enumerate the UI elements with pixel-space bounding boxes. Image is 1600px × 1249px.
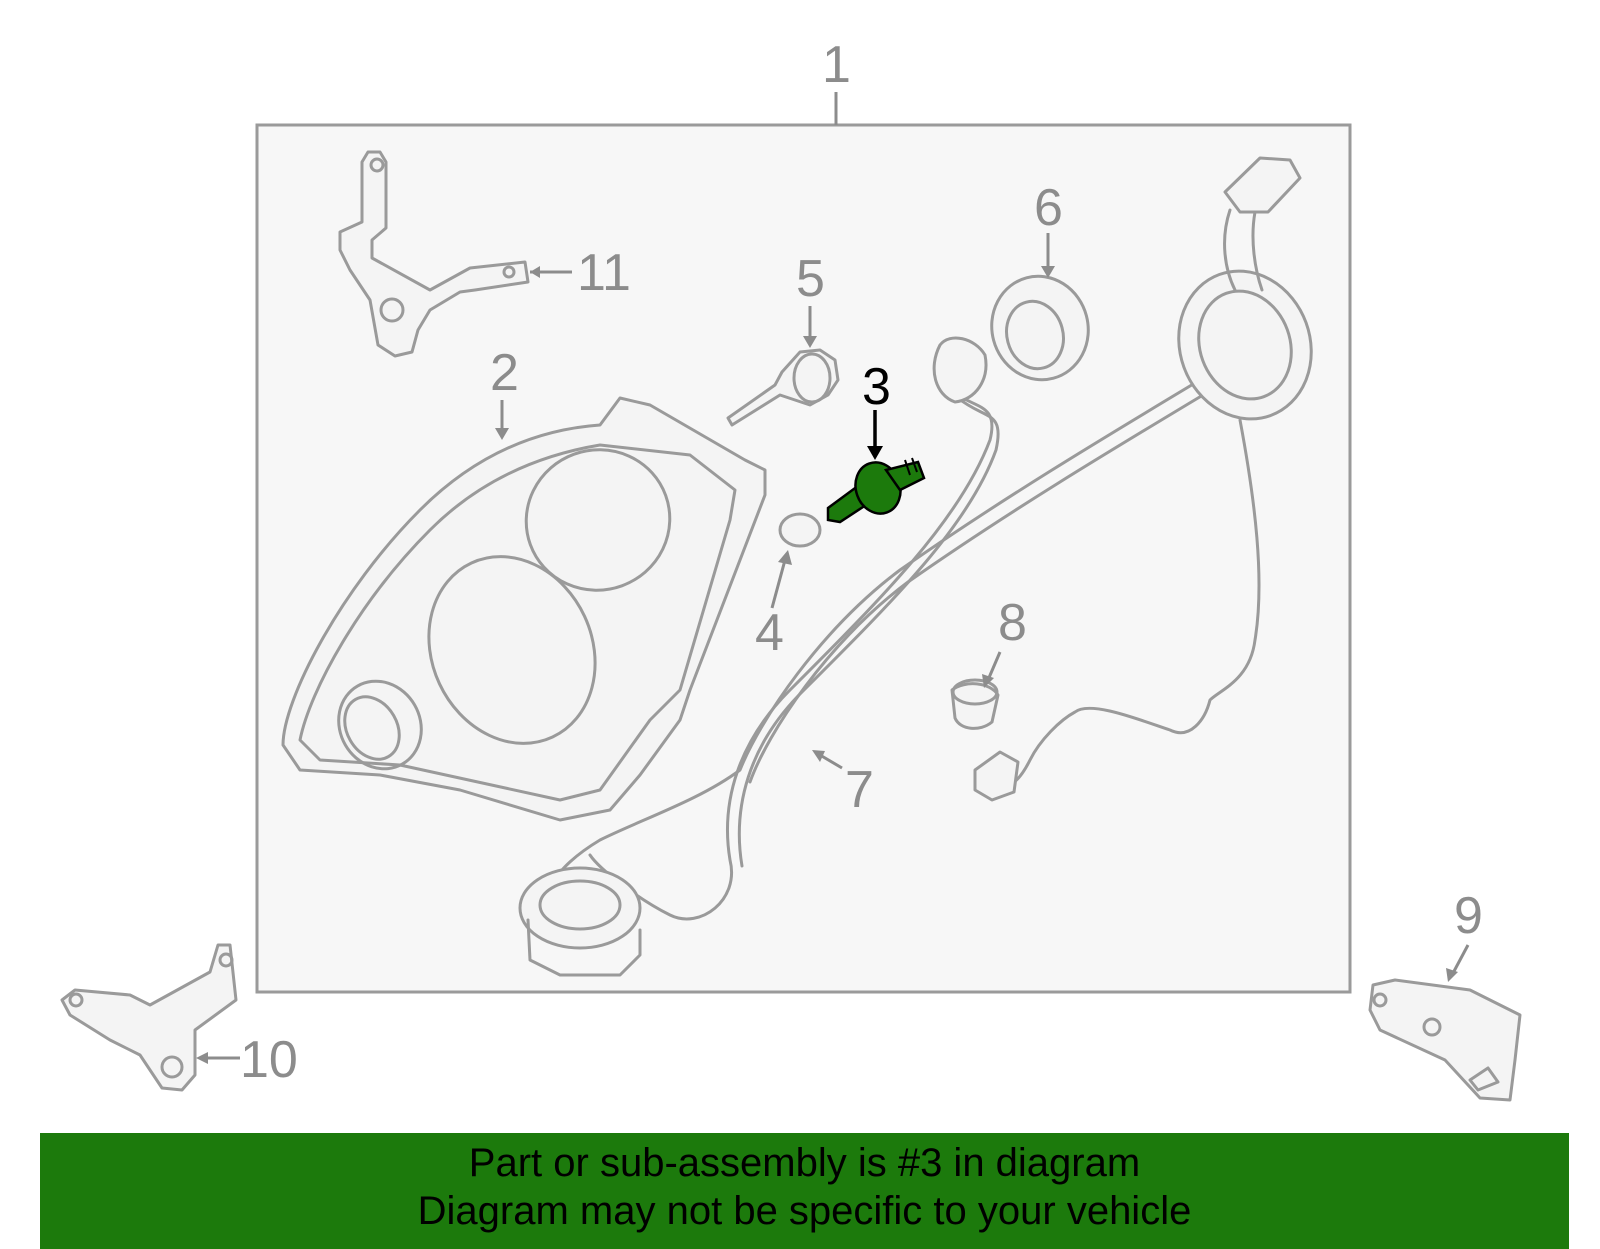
part-2-headlamp-housing[interactable] bbox=[281, 396, 767, 822]
banner-line-1: Part or sub-assembly is #3 in diagram bbox=[468, 1141, 1141, 1185]
callout-2: 2 bbox=[490, 344, 519, 402]
callout-4: 4 bbox=[755, 604, 784, 662]
part-6-socket-cap[interactable] bbox=[980, 265, 1100, 390]
info-banner: Part or sub-assembly is #3 in diagram Di… bbox=[40, 1133, 1569, 1249]
callout-6: 6 bbox=[1034, 179, 1063, 237]
part-5-bulb[interactable] bbox=[726, 348, 840, 427]
callout-3[interactable]: 3 bbox=[862, 358, 891, 416]
part-4-small-bulb[interactable] bbox=[778, 512, 822, 548]
part-9-bracket[interactable] bbox=[1368, 978, 1522, 1102]
callout-8: 8 bbox=[998, 594, 1027, 652]
part-3-bulb-highlighted[interactable] bbox=[826, 456, 926, 524]
callout-1: 1 bbox=[822, 36, 851, 94]
callout-10: 10 bbox=[240, 1031, 298, 1089]
callout-7: 7 bbox=[845, 761, 874, 819]
part-10-bracket[interactable] bbox=[60, 943, 238, 1092]
part-7-wiring-harness[interactable] bbox=[518, 156, 1332, 977]
part-11-bracket[interactable] bbox=[338, 150, 530, 358]
callout-9: 9 bbox=[1454, 887, 1483, 945]
callout-5: 5 bbox=[796, 250, 825, 308]
part-8-plug[interactable] bbox=[950, 678, 1000, 730]
callout-11: 11 bbox=[577, 244, 631, 302]
banner-line-2: Diagram may not be specific to your vehi… bbox=[417, 1189, 1192, 1233]
parts-diagram: 1 2 3 4 5 6 7 8 9 10 11 bbox=[60, 36, 1522, 1102]
